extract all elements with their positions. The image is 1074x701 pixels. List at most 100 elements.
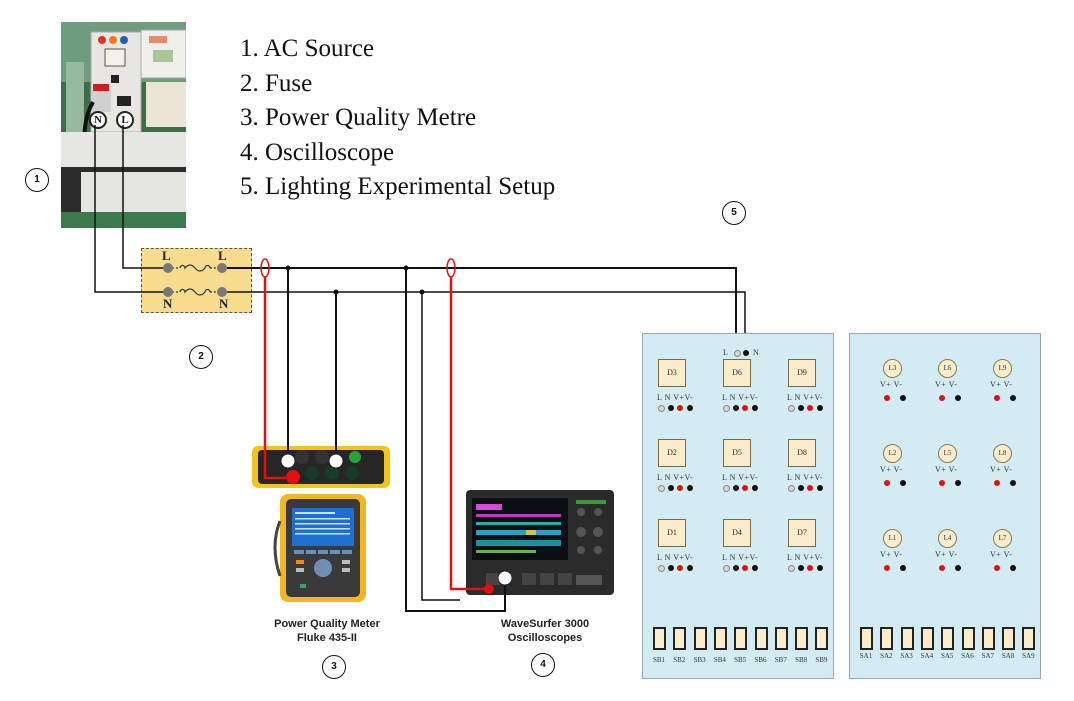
driver-d4-terminal-l[interactable] [723,565,730,572]
driver-d5-terminal-n[interactable] [732,485,739,491]
panel-input-l-terminal[interactable] [734,350,741,357]
lamp-l2: L2 [883,444,902,463]
switch-sa6[interactable] [961,627,975,650]
driver-d1-terminal-n[interactable] [667,565,674,571]
driver-box-d7: D7 [788,519,816,547]
switch-sa8[interactable] [1002,627,1016,650]
driver-d9-terminal-vminus[interactable] [816,405,823,411]
driver-d3-terminal-vplus[interactable] [677,405,683,411]
lamp-terminal-labels: V+ V- [880,550,903,559]
lamp-l3-terminal-vminus[interactable] [900,395,906,401]
lamp-l7: L7 [993,529,1012,548]
lamp-l6-terminal-vminus[interactable] [955,395,961,401]
driver-d3-terminal-vminus[interactable] [686,405,693,411]
panel-input-n-terminal[interactable] [743,350,749,356]
lamp-l9-terminal-vplus[interactable] [994,395,1000,401]
driver-d9-terminal-l[interactable] [788,405,795,412]
lamp-l4-terminal-vplus[interactable] [939,565,945,571]
driver-d4-terminal-n[interactable] [732,565,739,571]
driver-d3-terminal-l[interactable] [658,405,665,412]
driver-d9-terminal-n[interactable] [797,405,804,411]
switch-sa1[interactable] [860,627,873,650]
lamp-l5-terminal-vminus[interactable] [955,480,961,486]
driver-d7-terminal-vplus[interactable] [807,565,813,571]
driver-d7-terminal-l[interactable] [788,565,795,572]
lamp-l5-terminal-vplus[interactable] [939,480,945,486]
driver-d8-terminal-vplus[interactable] [807,485,813,491]
legend-item-3: 3. Power Quality Metre [240,104,477,131]
driver-d6-terminal-n[interactable] [732,405,739,411]
driver-d4-terminal-vminus[interactable] [751,565,758,571]
lamp-l6: L6 [938,359,957,378]
driver-d2-terminal-n[interactable] [667,485,674,491]
driver-d5-terminal-l[interactable] [723,485,730,492]
switch-sa9[interactable] [1022,627,1036,650]
driver-d8-terminal-l[interactable] [788,485,795,492]
driver-d7-terminal-vminus[interactable] [816,565,823,571]
switch-sb9[interactable] [815,627,829,650]
lamp-l1-terminal-vminus[interactable] [900,565,906,571]
switch-label-sb6: SB6 [754,656,767,664]
driver-d9-terminal-vplus[interactable] [807,405,813,411]
driver-d8-terminal-vminus[interactable] [816,485,823,491]
lamp-l7-terminal-vplus[interactable] [994,565,1000,571]
marker-5: 5 [722,201,746,225]
switch-sb3[interactable] [693,627,707,650]
switch-sb8[interactable] [795,627,809,650]
ac_source-terminal-l: L [116,111,134,129]
lamp-l8-terminal-vplus[interactable] [994,480,1000,486]
switch-sb6[interactable] [754,627,768,650]
marker-4: 4 [531,653,555,677]
switch-label-sa1: SA1 [859,652,873,660]
switch-label-sb8: SB8 [795,656,808,664]
driver-d4-terminal-vplus[interactable] [742,565,748,571]
lamp-l1-terminal-vplus[interactable] [884,565,890,571]
driver-d1-terminal-l[interactable] [658,565,665,572]
lamp-terminal-labels: V+ V- [935,465,958,474]
switch-sa2[interactable] [880,627,894,650]
driver-d1-terminal-vminus[interactable] [686,565,693,571]
switch-sb1[interactable] [653,627,666,650]
driver-d6-terminal-l[interactable] [723,405,730,412]
lamp-l8-terminal-vminus[interactable] [1010,480,1016,486]
driver-d2-terminal-vminus[interactable] [686,485,693,491]
driver-d7-terminal-n[interactable] [797,565,804,571]
driver-d2-terminal-l[interactable] [658,485,665,492]
fuse-n-symbol [168,288,222,296]
driver-d8-terminal-n[interactable] [797,485,804,491]
lamp-l4-terminal-vminus[interactable] [955,565,961,571]
lamp-l6-terminal-vplus[interactable] [939,395,945,401]
driver-d6-terminal-vminus[interactable] [751,405,758,411]
switch-sb7[interactable] [774,627,788,650]
driver-d2-terminal-vplus[interactable] [677,485,683,491]
driver-d1-terminal-vplus[interactable] [677,565,683,571]
switch-sb4[interactable] [713,627,727,650]
marker-1: 1 [25,168,49,192]
driver-terminal-labels: L N V+V- [787,473,824,482]
switch-sa5[interactable] [941,627,955,650]
switch-sb5[interactable] [734,627,748,650]
switch-sa7[interactable] [981,627,995,650]
lamp-l7-terminal-vminus[interactable] [1010,565,1016,571]
oscilloscope-caption-line2: Oscilloscopes [507,632,583,644]
lamp-l2-terminal-vplus[interactable] [884,480,890,486]
switch-sa3[interactable] [900,627,914,650]
switch-label-sa4: SA4 [920,652,934,660]
lamp-l4: L4 [938,529,957,548]
switch-sb2[interactable] [673,627,687,650]
lamp-l3-terminal-vplus[interactable] [884,395,890,401]
driver-d5-terminal-vplus[interactable] [742,485,748,491]
switch-label-sb7: SB7 [774,656,787,664]
driver-d5-terminal-vminus[interactable] [751,485,758,491]
driver-box-d4: D4 [723,519,751,547]
driver-d6-terminal-vplus[interactable] [742,405,748,411]
switch-sa4[interactable] [920,627,934,650]
lamp-terminal-labels: V+ V- [990,465,1013,474]
switch-label-sa7: SA7 [981,652,995,660]
lamp-l9-terminal-vminus[interactable] [1010,395,1016,401]
lamp-l2-terminal-vminus[interactable] [900,480,906,486]
driver-d3-terminal-n[interactable] [667,405,674,411]
